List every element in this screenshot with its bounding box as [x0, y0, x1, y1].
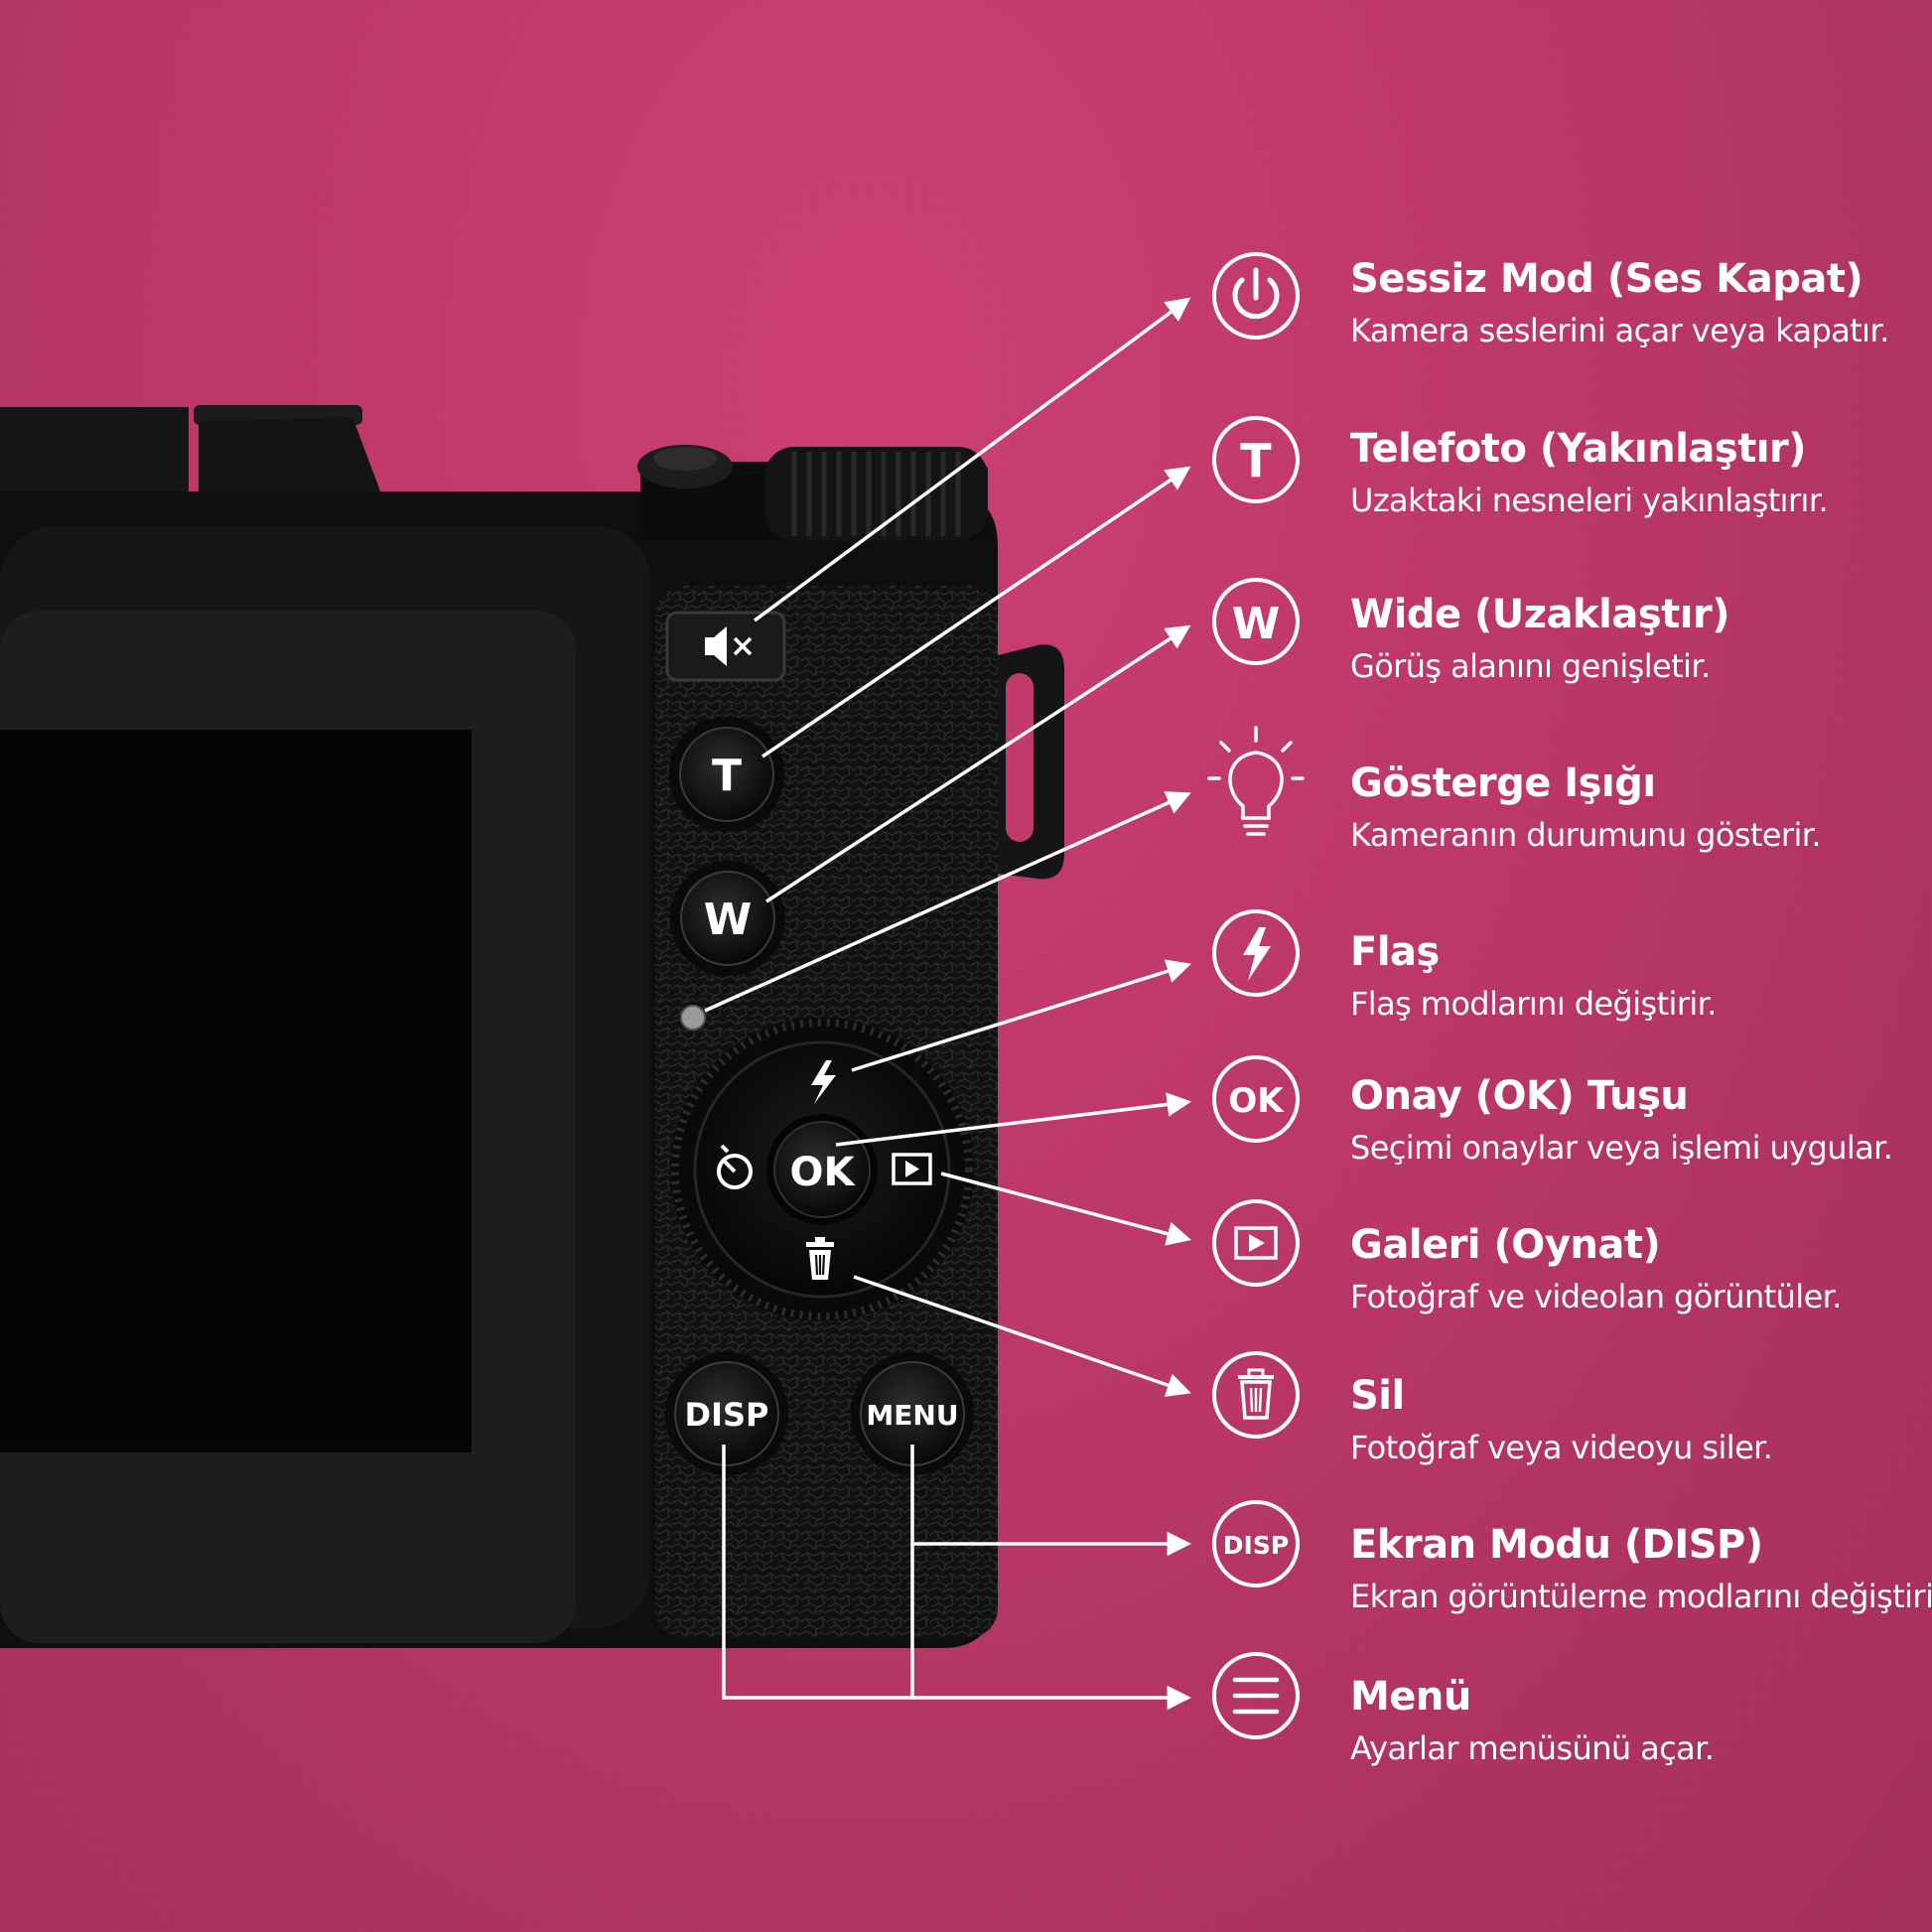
disp-button[interactable]: [674, 1361, 779, 1466]
mute-icon: [705, 626, 753, 666]
feature-description: Uzaktaki nesneleri yakınlaştırır.: [1350, 482, 1829, 519]
callout-arrows: [704, 297, 1192, 1711]
feature-title: Sessiz Mod (Ses Kapat): [1350, 256, 1863, 302]
trash-button-icon[interactable]: [806, 1237, 834, 1280]
control-dial[interactable]: OK: [670, 1018, 974, 1321]
camera-body: [0, 405, 1064, 1648]
feature-title: Flaş: [1350, 929, 1440, 975]
indicator-light: [680, 1005, 706, 1031]
feature-ok: Onay (OK) Tuşu Seçimi onaylar veya işlem…: [1350, 1072, 1926, 1168]
svg-text:DISP: DISP: [1223, 1531, 1289, 1560]
feature-menu: Menü Ayarlar menüsünü açar.: [1350, 1673, 1926, 1768]
play-icon: [1212, 1199, 1300, 1287]
feature-title: Wide (Uzaklaştır): [1350, 592, 1730, 637]
svg-text:W: W: [1232, 599, 1281, 649]
arrow-menu: [722, 1445, 1192, 1711]
w-letter-icon: W: [1212, 578, 1300, 665]
ok-button[interactable]: [773, 1121, 871, 1218]
arrow-gallery: [940, 1172, 1191, 1246]
lcd-screen: [0, 730, 472, 1452]
feature-title: Telefoto (Yakınlaştır): [1350, 426, 1807, 472]
tele-button[interactable]: [679, 727, 774, 822]
menu-icon: [1212, 1652, 1300, 1739]
arrow-tele: [761, 466, 1191, 759]
svg-text:OK: OK: [1228, 1081, 1285, 1121]
feature-description: Fotoğraf veya videoyu siler.: [1350, 1429, 1773, 1466]
feature-title: Onay (OK) Tuşu: [1350, 1073, 1689, 1119]
disp-icon: DISP: [1212, 1500, 1300, 1587]
feature-delete: Sil Fotoğraf veya videoyu siler.: [1350, 1372, 1926, 1467]
feature-wide: Wide (Uzaklaştır) Görüş alanını genişlet…: [1350, 591, 1926, 686]
disp-button-label: DISP: [685, 1396, 769, 1434]
feature-gallery: Galeri (Oynat) Fotoğraf ve videolan görü…: [1350, 1221, 1926, 1316]
zoom-dial: [764, 447, 988, 541]
feature-description: Seçimi onaylar veya işlemi uygular.: [1350, 1129, 1893, 1167]
feature-icons: T W OK: [1207, 252, 1305, 1739]
ok-icon: OK: [1212, 1055, 1300, 1143]
camera-controls: T W OK: [665, 611, 974, 1475]
feature-flash: Flaş Flaş modlarını değiştirir.: [1350, 928, 1926, 1024]
feature-title: Gösterge Işığı: [1350, 760, 1656, 806]
feature-description: Kameranın durumunu gösterir.: [1350, 816, 1822, 854]
flash-button-icon[interactable]: [811, 1060, 836, 1104]
play-button-icon[interactable]: [892, 1153, 932, 1185]
feature-description: Görüş alanını genişletir.: [1350, 647, 1711, 685]
feature-title: Ekran Modu (DISP): [1350, 1522, 1763, 1568]
feature-title: Menü: [1350, 1674, 1471, 1720]
trash-icon: [1212, 1351, 1300, 1439]
svg-text:T: T: [1240, 434, 1272, 487]
menu-button-label: MENU: [866, 1399, 958, 1432]
flash-icon: [1212, 909, 1300, 997]
power-icon: [1212, 252, 1300, 340]
arrow-delete: [853, 1275, 1191, 1397]
t-letter-icon: T: [1212, 416, 1300, 503]
wide-button[interactable]: [680, 871, 775, 966]
feature-title: Galeri (Oynat): [1350, 1222, 1661, 1268]
arrow-mute: [753, 297, 1191, 622]
feature-disp: Ekran Modu (DISP) Ekran görüntülerne mod…: [1350, 1521, 1932, 1616]
wide-button-label: W: [704, 895, 753, 945]
feature-description: Ekran görüntülerne modlarını değiştirir.: [1350, 1578, 1932, 1615]
feature-mute: Sessiz Mod (Ses Kapat) Kamera seslerini …: [1350, 255, 1926, 350]
tele-button-label: T: [712, 751, 742, 801]
feature-description: Flaş modlarını değiştirir.: [1350, 985, 1717, 1023]
feature-title: Sil: [1350, 1373, 1405, 1419]
feature-description: Ayarlar menüsünü açar.: [1350, 1729, 1715, 1767]
feature-tele: Telefoto (Yakınlaştır) Uzaktaki nesneler…: [1350, 425, 1926, 520]
arrow-wide: [765, 624, 1191, 903]
arrow-flash: [851, 959, 1191, 1072]
lightbulb-icon: [1207, 726, 1305, 836]
arrow-ok: [835, 1092, 1192, 1147]
ok-button-label: OK: [790, 1150, 857, 1195]
arrow-indicator: [704, 791, 1191, 1013]
feature-description: Fotoğraf ve videolan görüntüler.: [1350, 1278, 1842, 1315]
feature-indicator: Gösterge Işığı Kameranın durumunu göster…: [1350, 759, 1926, 855]
self-timer-button-icon[interactable]: [717, 1144, 753, 1189]
feature-description: Kamera seslerini açar veya kapatır.: [1350, 312, 1889, 349]
